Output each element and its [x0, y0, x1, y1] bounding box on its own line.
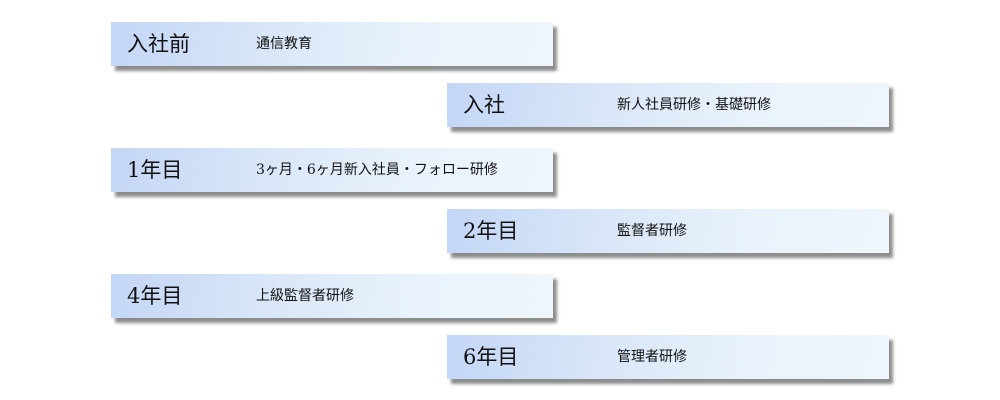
stage-label: 2年目: [463, 219, 519, 243]
training-label: 3ヶ月・6ヶ月新入社員・フォロー研修: [256, 162, 498, 178]
stage-label: 入社: [463, 93, 505, 117]
training-label: 管理者研修: [617, 349, 687, 365]
stage-label: 1年目: [127, 158, 183, 182]
stage-label: 4年目: [127, 284, 183, 308]
step-year-2: 2年目 監督者研修: [447, 209, 889, 253]
step-year-1: 1年目 3ヶ月・6ヶ月新入社員・フォロー研修: [111, 148, 553, 192]
step-year-4: 4年目 上級監督者研修: [111, 274, 553, 318]
training-label: 監督者研修: [617, 223, 687, 239]
step-pre-entry: 入社前 通信教育: [111, 22, 553, 66]
step-year-6: 6年目 管理者研修: [447, 335, 889, 379]
training-label: 上級監督者研修: [256, 288, 354, 304]
training-label: 通信教育: [256, 36, 312, 52]
training-label: 新人社員研修・基礎研修: [617, 97, 771, 113]
step-entry: 入社 新人社員研修・基礎研修: [447, 83, 889, 127]
stage-label: 6年目: [463, 345, 519, 369]
stage-label: 入社前: [127, 32, 190, 56]
